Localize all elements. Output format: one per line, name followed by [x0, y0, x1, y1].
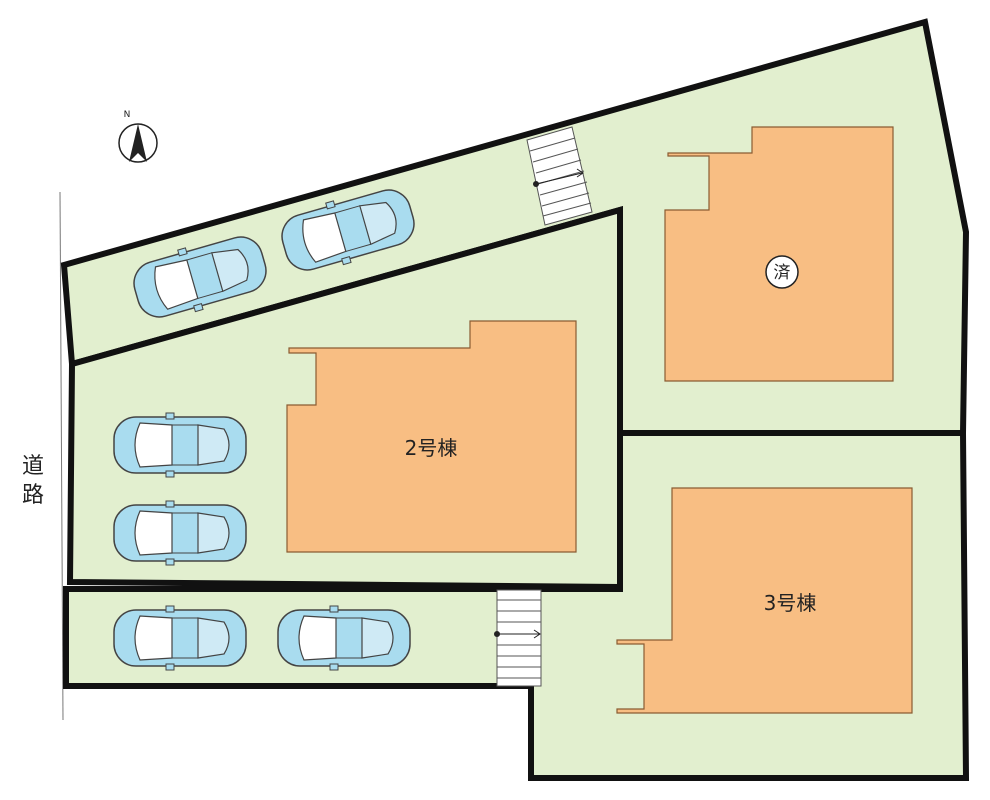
- building-3: [616, 487, 913, 714]
- north-label: N: [124, 110, 131, 120]
- building-3-label: 3号棟: [764, 591, 817, 615]
- road-edge-line: [59, 191, 64, 721]
- road-label-bottom: 路: [22, 483, 44, 508]
- car-icon: [277, 605, 411, 671]
- building-2: [286, 320, 577, 553]
- building-2-label: 2号棟: [405, 436, 458, 460]
- building-sold: [664, 126, 894, 382]
- north-arrow-icon: N: [118, 110, 158, 163]
- stairs-bottom: [494, 589, 542, 687]
- sold-badge-label: 済: [774, 263, 791, 283]
- stairs-top: [526, 126, 593, 226]
- car-icon: [113, 412, 247, 478]
- car-icon: [113, 500, 247, 566]
- sold-badge-circle: [765, 255, 799, 289]
- road-label-top: 道: [22, 454, 44, 479]
- car-icon: [113, 605, 247, 671]
